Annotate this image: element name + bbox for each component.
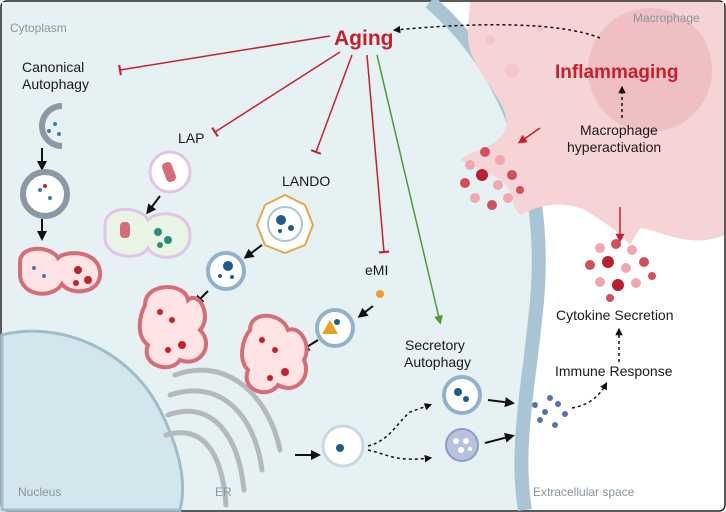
region-er: ER xyxy=(215,485,232,499)
vesicle xyxy=(505,63,519,77)
lap-fusion xyxy=(103,207,192,259)
lando-vesicle xyxy=(206,251,246,291)
emi-pathway xyxy=(240,290,384,395)
secretory-label-1: Secretory xyxy=(405,337,465,353)
emi-vesicle xyxy=(315,308,355,348)
lando-pathway xyxy=(137,193,315,370)
released-cargo xyxy=(532,395,568,428)
inflammaging-label: Inflammaging xyxy=(555,62,679,83)
lando-label: LANDO xyxy=(282,173,330,189)
region-extracellular: Extracellular space xyxy=(533,485,635,499)
lando-endosome xyxy=(255,193,315,255)
canonical-label-2: Autophagy xyxy=(22,76,89,92)
secretory-autophagy-pathway xyxy=(295,375,515,468)
hyper-to-cytokines-arrow xyxy=(517,127,541,144)
cytokine-cluster-right xyxy=(585,239,656,302)
activate-secretory xyxy=(376,54,443,325)
nucleus xyxy=(0,329,185,512)
region-nucleus: Nucleus xyxy=(18,485,61,499)
emi-autolysosome xyxy=(240,313,309,395)
lap-label: LAP xyxy=(178,130,204,146)
inhibit-canonical xyxy=(118,35,331,76)
cytokine-secretion-label: Cytokine Secretion xyxy=(556,307,674,323)
vesicle xyxy=(536,24,544,32)
autolysosome xyxy=(18,246,102,296)
region-cytoplasm: Cytoplasm xyxy=(10,21,67,35)
aging-inhibition-lines xyxy=(118,35,390,254)
region-macrophage: Macrophage xyxy=(633,11,700,25)
aging-label: Aging xyxy=(334,27,393,50)
phagophore xyxy=(39,103,63,149)
canonical-label-1: Canonical xyxy=(22,59,84,75)
secretory-mvb xyxy=(445,428,479,462)
secretory-label-2: Autophagy xyxy=(404,354,471,370)
inflammaging-to-aging-arrow xyxy=(392,24,601,39)
macro-hyper-label-1: Macrophage xyxy=(580,122,658,138)
lando-autolysosome xyxy=(137,285,208,370)
inhibit-emi xyxy=(366,54,390,254)
vesicle xyxy=(485,35,495,45)
canonical-autophagy-pathway xyxy=(18,103,102,296)
autophagosome xyxy=(20,169,70,219)
cytokine-cluster-left xyxy=(460,147,524,210)
macrophage-nucleus xyxy=(588,8,712,132)
macro-hyper-label-2: hyperactivation xyxy=(567,139,661,155)
inhibit-lap xyxy=(211,51,341,137)
secretory-vesicle xyxy=(442,375,482,415)
lap-pathway xyxy=(103,150,192,259)
immune-response-label: Immune Response xyxy=(555,363,673,379)
endoplasmic-reticulum xyxy=(163,367,283,508)
emi-label: eMI xyxy=(365,262,388,278)
inhibit-lando xyxy=(310,54,353,155)
